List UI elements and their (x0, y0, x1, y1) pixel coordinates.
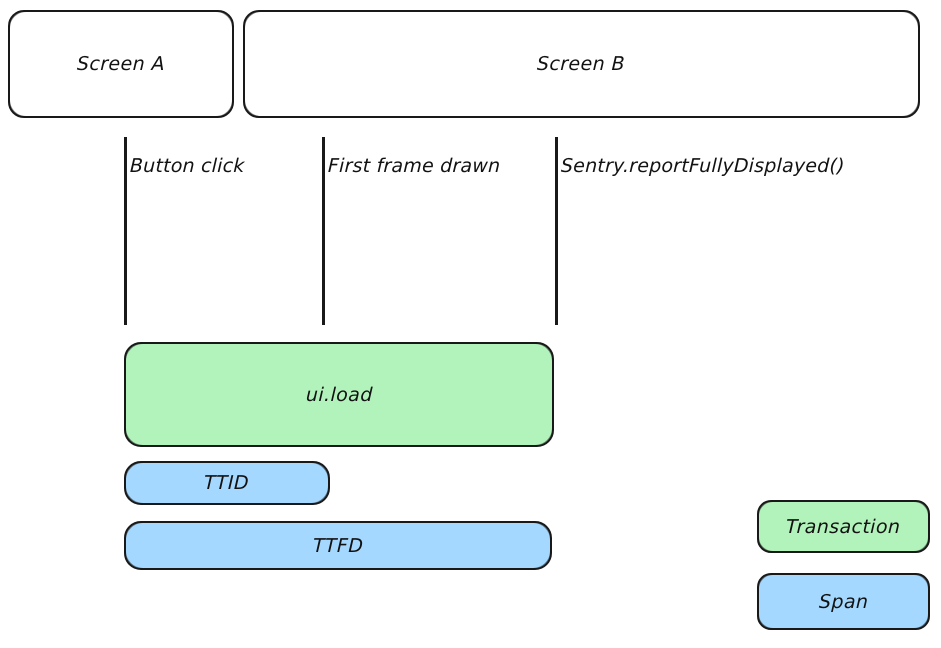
bar-ui-load-label: ui.load (305, 383, 373, 406)
legend-item-transaction: Transaction (757, 500, 930, 553)
bar-ttid-label: TTID (204, 472, 250, 494)
event-line-report-fully-displayed (555, 137, 558, 325)
event-label-first-frame: First frame drawn (327, 155, 501, 177)
bar-ttid: TTID (124, 461, 330, 505)
legend-item-span: Span (757, 573, 930, 630)
screen-b-label: Screen B (537, 53, 626, 75)
bar-ui-load: ui.load (124, 342, 554, 447)
event-line-button-click (124, 137, 127, 325)
event-label-report-fully-displayed: Sentry.reportFullyDisplayed() (560, 155, 846, 177)
event-line-first-frame (322, 137, 325, 325)
bar-ttfd: TTFD (124, 521, 552, 570)
screen-a-box: Screen A (8, 10, 234, 118)
screen-a-label: Screen A (76, 53, 166, 75)
legend-label-transaction: Transaction (785, 515, 902, 538)
legend-label-span: Span (818, 590, 869, 613)
screen-b-box: Screen B (243, 10, 920, 118)
bar-ttfd-label: TTFD (312, 534, 364, 557)
event-label-button-click: Button click (129, 155, 245, 177)
